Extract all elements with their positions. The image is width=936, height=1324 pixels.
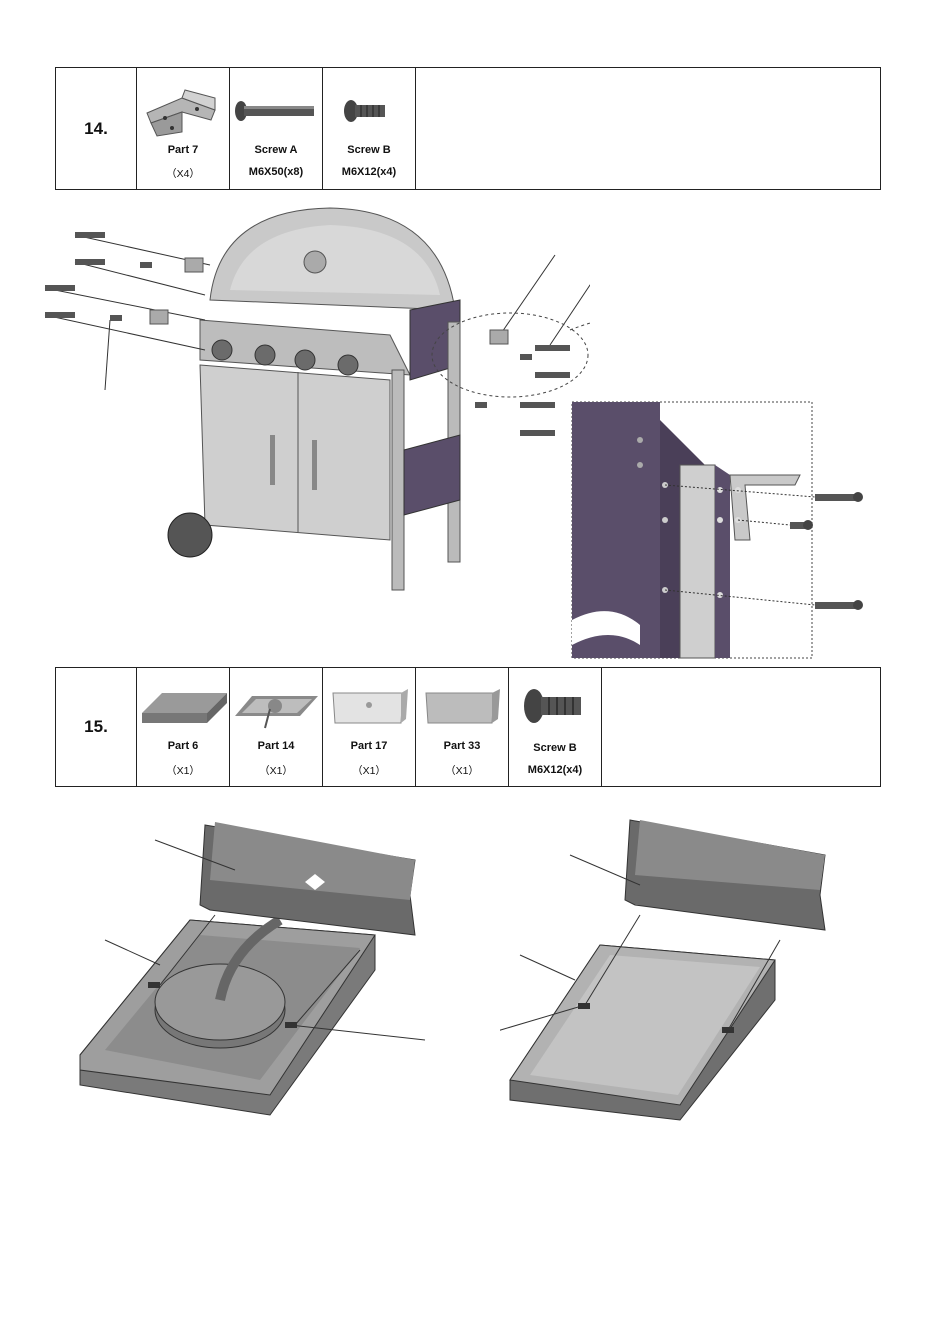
part-cell-part14: Part 14 （X1） <box>230 668 323 786</box>
part-qty: （X1） <box>323 763 415 778</box>
step-number-text: 14. <box>84 119 108 139</box>
shelf-back-panel-icon <box>416 683 509 743</box>
part-cell-screw-a: Screw A M6X50(x8) <box>230 68 323 189</box>
shelf-assembly-left-figure <box>70 810 490 1140</box>
part-qty: （X4） <box>137 166 229 181</box>
part-qty: M6X50(x8) <box>230 166 322 178</box>
step14-notes-cell <box>416 68 880 189</box>
shelf-back-icon <box>323 683 416 743</box>
part-qty: （X1） <box>416 763 508 778</box>
long-screw-icon <box>230 93 323 133</box>
part-label: Part 17 <box>323 740 415 752</box>
part-cell-part33: Part 33 （X1） <box>416 668 509 786</box>
step15-number: 15. <box>56 668 137 786</box>
part-qty: （X1） <box>230 763 322 778</box>
part-label: Part 33 <box>416 740 508 752</box>
side-shelf-icon <box>137 683 230 743</box>
part-cell-part17: Part 17 （X1） <box>323 668 416 786</box>
short-screw-icon <box>323 93 416 133</box>
step14-number: 14. <box>56 68 137 189</box>
shelf-assembly-right-figure <box>500 815 860 1135</box>
part-label: Screw A <box>230 144 322 156</box>
part-cell-screw-b: Screw B M6X12(x4) <box>323 68 416 189</box>
part-qty: M6X12(x4) <box>323 166 415 178</box>
part-qty: （X1） <box>137 763 229 778</box>
step15-parts-table: 15. Part 6 （X1） Part 14 （X1） Part 17 （X1… <box>55 667 881 787</box>
part-cell-part7: Part 7 （X4） <box>137 68 230 189</box>
burner-shelf-icon <box>230 683 323 743</box>
part-label: Screw B <box>323 144 415 156</box>
short-screw-icon <box>509 678 602 738</box>
part-cell-screw-b: Screw B M6X12(x4) <box>509 668 602 786</box>
step-number-text: 15. <box>84 717 108 737</box>
part-label: Part 6 <box>137 740 229 752</box>
part-label: Screw B <box>509 742 601 754</box>
part-label: Part 14 <box>230 740 322 752</box>
grill-assembly-figure <box>30 200 590 660</box>
part-qty: M6X12(x4) <box>509 764 601 776</box>
bracket-detail-inset <box>570 400 870 662</box>
part-label: Part 7 <box>137 144 229 156</box>
part-cell-part6: Part 6 （X1） <box>137 668 230 786</box>
bracket-icon <box>137 78 230 148</box>
step14-parts-table: 14. Part 7 （X4） Screw A M6X50(x8) Screw … <box>55 67 881 190</box>
step15-notes-cell <box>602 668 880 786</box>
